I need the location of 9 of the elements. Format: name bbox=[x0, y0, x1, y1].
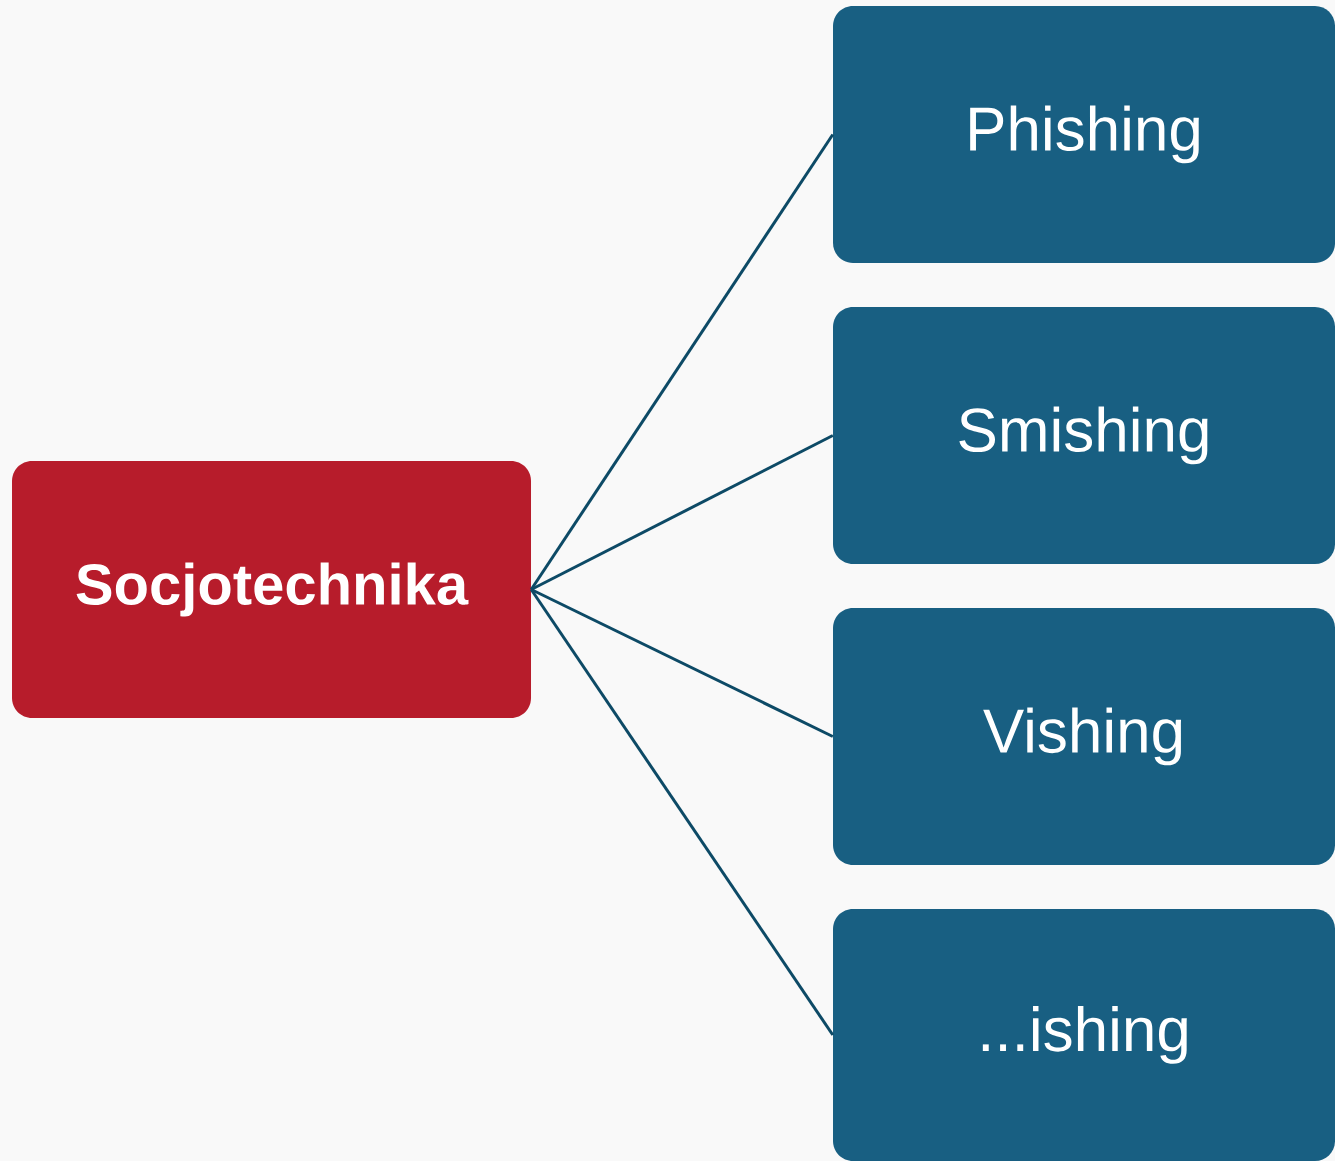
connector-line bbox=[529, 588, 835, 1036]
category-box: Phishing bbox=[833, 6, 1335, 263]
connector-line bbox=[530, 434, 834, 591]
connector-line bbox=[530, 588, 834, 738]
category-box: Vishing bbox=[833, 608, 1335, 865]
category-box: Smishing bbox=[833, 307, 1335, 564]
topic-box: Socjotechnika bbox=[12, 461, 531, 718]
category-box: ...ishing bbox=[833, 909, 1335, 1161]
connector-line bbox=[529, 133, 835, 591]
